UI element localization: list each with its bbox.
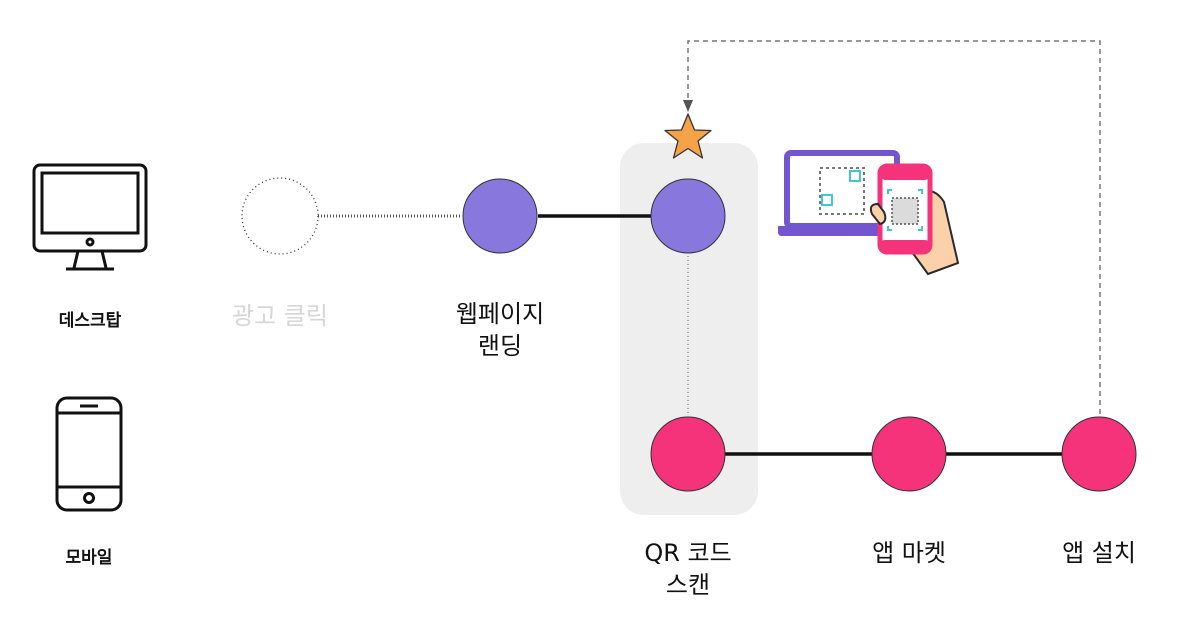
desktop-row-label: 데스크탑 xyxy=(58,311,122,331)
qr-scan-label-line1: QR 코드 xyxy=(644,539,732,567)
smartphone-icon xyxy=(55,396,123,512)
web-landing-label: 웹페이지 랜딩 xyxy=(420,298,580,362)
qr-scan-label: QR 코드 스캔 xyxy=(600,537,776,601)
return-arrow-path xyxy=(687,40,1101,414)
web-landing-label-line1: 웹페이지 xyxy=(455,300,545,328)
web-landing-node xyxy=(462,178,538,254)
qr-scan-highlight-box xyxy=(620,143,758,515)
ad-click-label: 광고 클릭 xyxy=(232,302,328,330)
app-market-label: 앱 마켓 xyxy=(872,539,946,567)
mobile-row-label: 모바일 xyxy=(65,548,113,568)
qr-scan-mobile-node xyxy=(650,416,726,492)
qr-scan-label-line2: 스캔 xyxy=(665,571,711,599)
star-icon xyxy=(664,113,712,159)
app-install-label: 앱 설치 xyxy=(1062,539,1136,567)
app-install-node xyxy=(1061,416,1137,492)
desktop-monitor-icon xyxy=(32,163,148,271)
qr-scan-desktop-node xyxy=(650,178,726,254)
ad-click-node xyxy=(241,177,319,255)
web-landing-label-line2: 랜딩 xyxy=(477,332,523,360)
qr-scan-illustration-icon xyxy=(778,150,960,276)
return-arrow-head xyxy=(683,100,693,112)
app-market-node xyxy=(871,416,947,492)
